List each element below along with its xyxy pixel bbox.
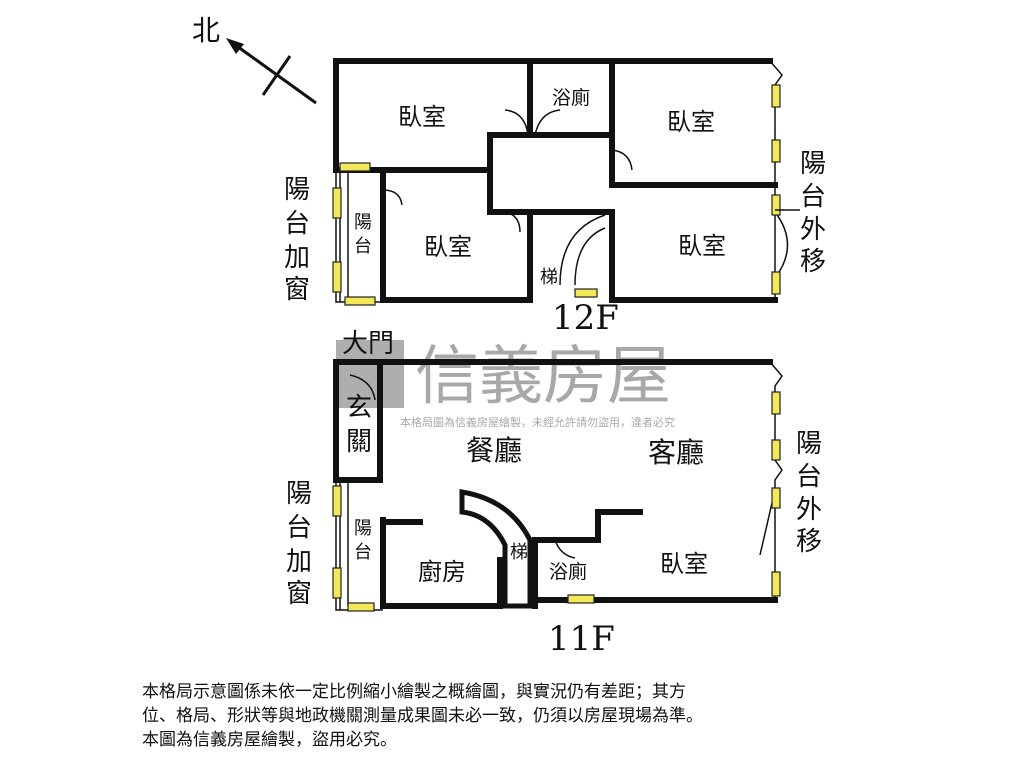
disclaimer-line: 本圖為信義房屋繪製，盜用必究。 xyxy=(142,730,397,750)
window xyxy=(332,485,342,517)
window xyxy=(332,567,342,599)
note-right: 移 xyxy=(800,247,826,277)
window xyxy=(332,187,342,219)
floor-title-11f: 11F xyxy=(548,619,615,659)
note-right: 移 xyxy=(796,527,822,557)
note-left: 台 xyxy=(284,209,310,239)
disclaimer-line: 位、格局、形狀等與地政機關測量成果圖未必一致，仍須以房屋現場為準。 xyxy=(142,706,703,726)
note-right: 陽 xyxy=(800,149,826,179)
watermark-notice: 本格局圖為信義房屋繪製，未經允許請勿盜用，違者必究 xyxy=(400,415,675,429)
watermark: 信義房屋 本格局圖為信義房屋繪製，未經允許請勿盜用，違者必究 xyxy=(336,340,675,429)
window xyxy=(771,84,781,108)
room-bedroom: 臥室 xyxy=(660,550,708,578)
window xyxy=(771,439,781,461)
room-dining: 餐廳 xyxy=(466,434,522,467)
note-left: 窗 xyxy=(284,275,310,305)
floor-title-12f: 12F xyxy=(552,298,619,338)
label-main-door: 大門 xyxy=(342,329,394,359)
window xyxy=(771,571,781,597)
note-right: 陽 xyxy=(796,429,822,459)
note-left: 窗 xyxy=(286,579,312,609)
room-balcony: 陽 xyxy=(354,212,372,233)
room-foyer: 玄 xyxy=(346,393,372,423)
watermark-brand: 信義房屋 xyxy=(415,340,671,414)
note-right: 台 xyxy=(796,462,822,492)
window xyxy=(771,271,781,295)
room-bedroom-nw: 臥室 xyxy=(398,103,446,131)
window xyxy=(771,391,781,415)
north-arrow-icon: 北 xyxy=(192,14,317,105)
room-bedroom-ne: 臥室 xyxy=(667,108,715,136)
floor-12f-plan: 臥室 浴廁 臥室 臥室 臥室 陽 台 梯 陽 台 加 窗 陽 台 外 移 12F xyxy=(284,58,826,338)
room-balcony: 陽 xyxy=(354,518,372,539)
note-left: 加 xyxy=(284,243,310,273)
brand-logo xyxy=(336,340,404,408)
disclaimer-line: 本格局示意圖係未依一定比例縮小繪製之概繪圖，與實況仍有差距；其方 xyxy=(142,682,686,702)
window xyxy=(344,296,376,306)
room-stairs: 梯 xyxy=(540,267,558,288)
room-bedroom-w: 臥室 xyxy=(424,233,472,261)
room-balcony: 台 xyxy=(354,542,372,563)
floor-11f-plan: 大門 玄 關 餐廳 客廳 廚房 梯 浴廁 臥室 陽 台 陽 台 加 窗 陽 台 … xyxy=(286,329,822,659)
window xyxy=(332,261,342,293)
window xyxy=(771,194,781,216)
note-right: 外 xyxy=(800,215,826,245)
room-bathroom: 浴廁 xyxy=(552,86,590,109)
north-label: 北 xyxy=(192,14,220,47)
note-left: 陽 xyxy=(286,479,312,509)
note-left: 台 xyxy=(286,513,312,543)
note-left: 陽 xyxy=(284,175,310,205)
note-right: 外 xyxy=(796,495,822,525)
window xyxy=(771,139,781,163)
room-kitchen: 廚房 xyxy=(418,558,466,586)
room-living: 客廳 xyxy=(648,436,704,469)
note-right: 台 xyxy=(800,182,826,212)
window xyxy=(347,602,375,612)
disclaimer: 本格局示意圖係未依一定比例縮小繪製之概繪圖，與實況仍有差距；其方 位、格局、形狀… xyxy=(142,680,902,752)
window xyxy=(567,594,595,604)
note-left: 加 xyxy=(286,547,312,577)
window xyxy=(339,162,371,172)
window xyxy=(771,487,781,509)
room-foyer: 關 xyxy=(346,427,372,457)
window xyxy=(574,288,598,298)
room-balcony: 台 xyxy=(354,236,372,257)
room-stairs: 梯 xyxy=(510,542,528,563)
room-bedroom-e: 臥室 xyxy=(678,232,726,260)
room-bathroom: 浴廁 xyxy=(549,560,587,583)
